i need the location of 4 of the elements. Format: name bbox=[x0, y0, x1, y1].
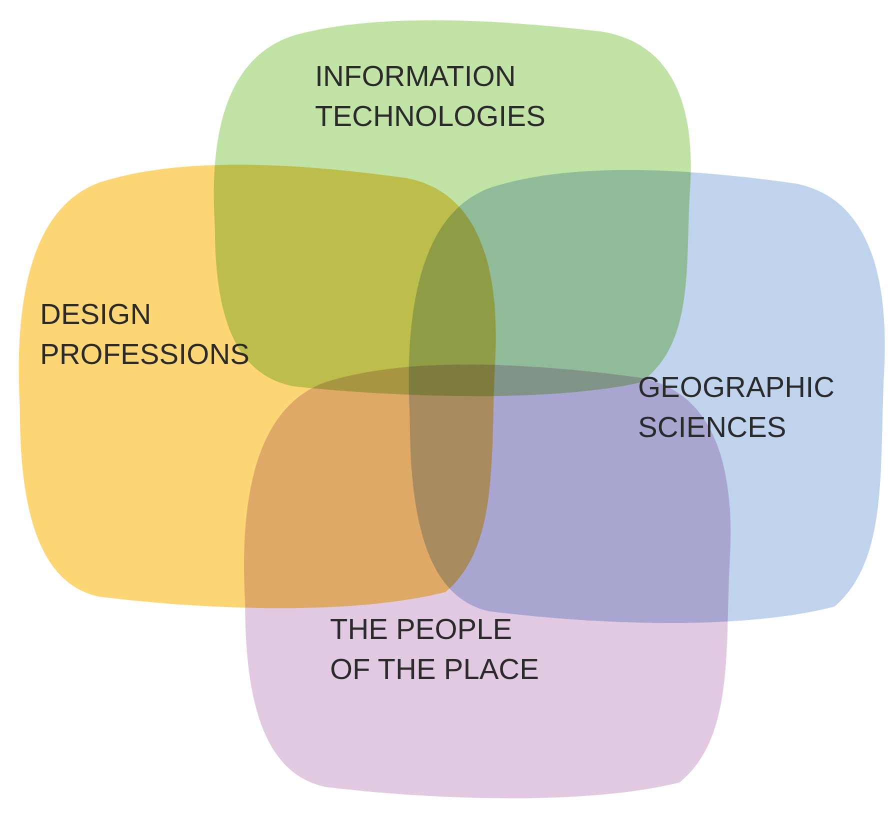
venn-label: INFORMATION TECHNOLOGIES bbox=[315, 57, 615, 137]
venn-label: THE PEOPLE OF THE PLACE bbox=[330, 610, 558, 690]
venn-label: DESIGN PROFESSIONS bbox=[40, 295, 300, 375]
venn-label: GEOGRAPHIC SCIENCES bbox=[638, 368, 838, 448]
